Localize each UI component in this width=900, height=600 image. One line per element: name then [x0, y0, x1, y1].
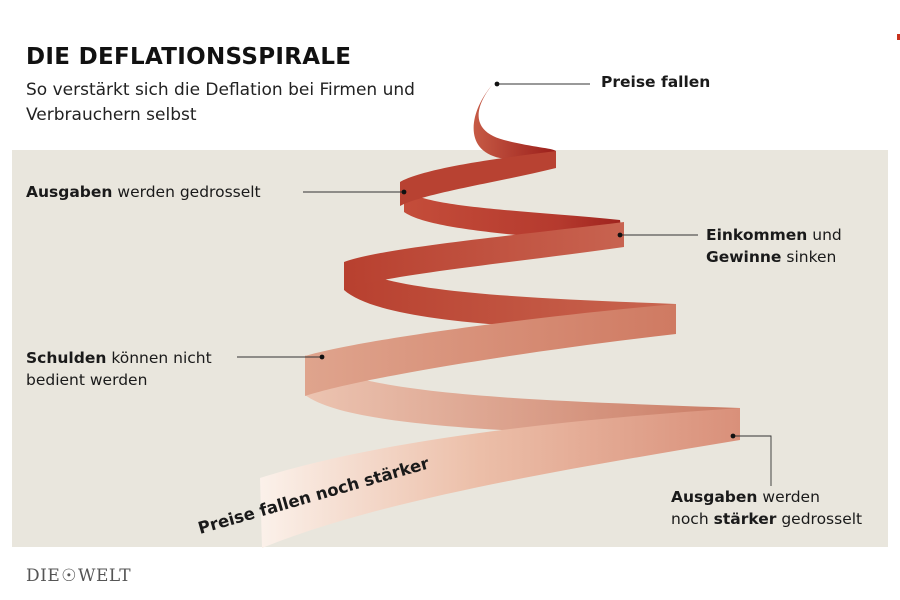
logo-right: WELT	[78, 566, 132, 586]
die-welt-logo: DIE☉WELT	[26, 566, 131, 586]
globe-icon: ☉	[61, 566, 78, 586]
label-ausgaben: Ausgaben werden gedrosselt	[26, 181, 261, 203]
label-ausgaben-bold: Ausgaben	[26, 183, 113, 201]
page-title: DIE DEFLATIONSSPIRALE	[26, 44, 352, 70]
logo-left: DIE	[26, 566, 61, 586]
label-schulden-line2: bedient werden	[26, 371, 148, 389]
label-schulden-bold: Schulden	[26, 349, 107, 367]
ribbon-loop-3-front	[305, 304, 676, 396]
corner-mark	[897, 34, 900, 40]
label-preise-fallen-bold: Preise fallen	[601, 73, 711, 91]
page-subtitle: So verstärkt sich die Deflation bei Firm…	[26, 80, 415, 125]
leader-dots	[319, 81, 736, 439]
label-ausgaben-rest: werden gedrosselt	[112, 183, 261, 201]
ribbon-tail-top	[473, 84, 556, 168]
label-staerker-bold: stärker	[713, 510, 777, 528]
label-schulden: Schulden können nicht bedient werden	[26, 347, 212, 391]
label-einkommen: Einkommen und Gewinne sinken	[706, 224, 842, 268]
label-schulden-rest: können nicht	[106, 349, 212, 367]
label-einkommen-rest: und	[807, 226, 842, 244]
label-ausgaben2-rest2: gedrosselt	[776, 510, 863, 528]
ribbon-loop-2-front	[344, 222, 624, 290]
ribbon-bottom-front	[260, 408, 740, 548]
leader-lines	[237, 83, 772, 486]
label-ausgaben2-rest: werden	[757, 488, 820, 506]
label-ausgaben-staerker: Ausgaben werden noch stärker gedrosselt	[671, 486, 862, 530]
ribbon-loop-1-front	[400, 151, 556, 206]
label-ausgaben2-noch: noch	[671, 510, 714, 528]
label-gewinne-bold: Gewinne	[706, 248, 782, 266]
label-preise-fallen: Preise fallen	[601, 71, 710, 93]
label-einkommen-bold: Einkommen	[706, 226, 808, 244]
label-ausgaben2-bold: Ausgaben	[671, 488, 758, 506]
label-gewinne-rest: sinken	[781, 248, 837, 266]
